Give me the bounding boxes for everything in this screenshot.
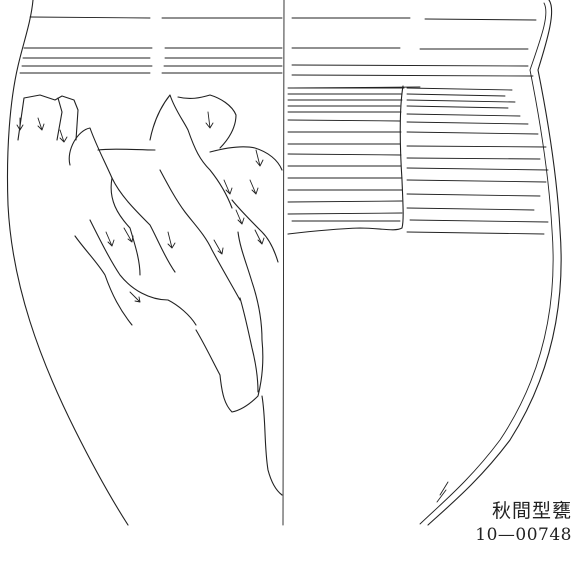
vessel-left-profile: [6, 0, 129, 526]
direction-arrows: [16, 111, 265, 303]
vessel-outline: [6, 0, 562, 526]
center-divider-line: [282, 0, 285, 526]
artifact-code-label: 10—00748: [475, 525, 572, 545]
left-scrape-marks: [17, 94, 283, 496]
vessel-right-inner-profile: [419, 2, 554, 525]
right-horizontal-marks: [287, 85, 549, 235]
artifact-name-label: 秋間型甕: [491, 500, 572, 522]
scraped-panel-outline: [287, 85, 404, 235]
base-marks: [436, 481, 449, 503]
vessel-right-outer-profile: [427, 0, 562, 526]
rim-band-lines: [19, 16, 537, 89]
